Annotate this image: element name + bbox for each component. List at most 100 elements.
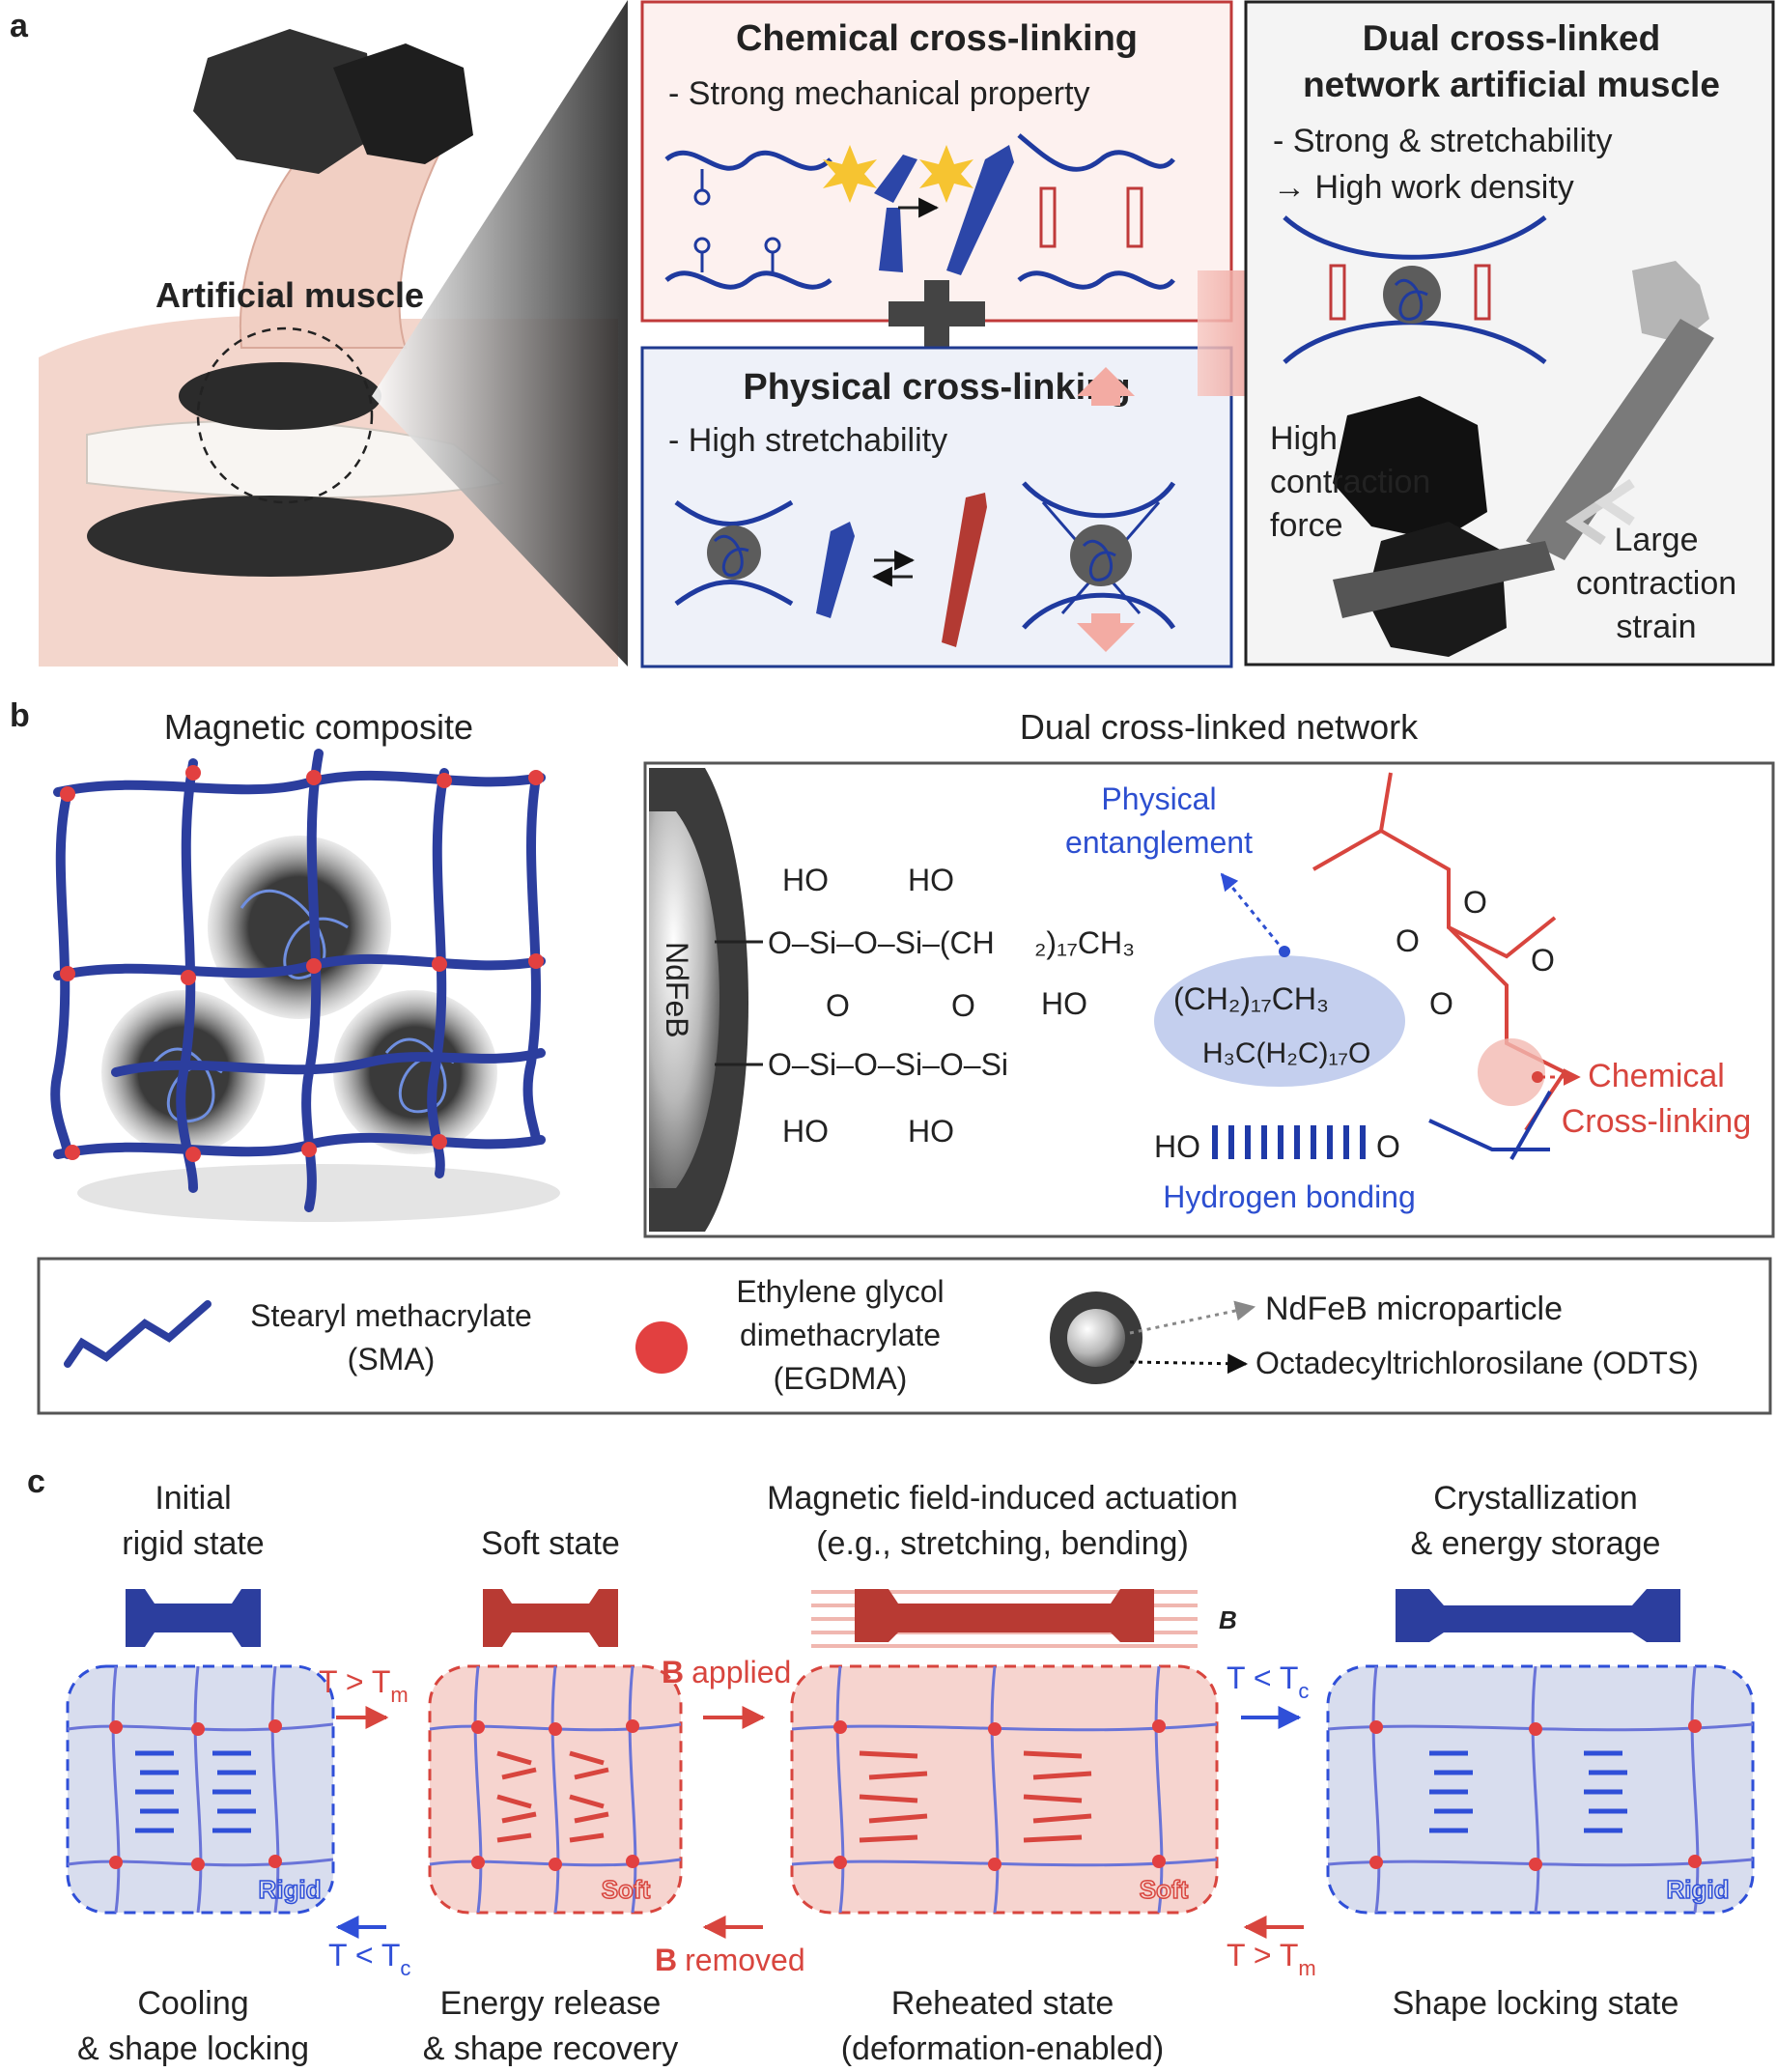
state2-bottom-2: & shape recovery (423, 2030, 679, 2067)
heat-1-text: T > T (319, 1664, 390, 1699)
legend-ndfeb: NdFeB microparticle (1265, 1291, 1563, 1327)
cool-1-sub: c (400, 1956, 410, 1980)
svg-text:O: O (1396, 923, 1420, 958)
svg-text:O: O (951, 988, 975, 1023)
network-title: Dual cross-linked network (1020, 707, 1419, 747)
chemical-crosslinking-2: Cross-linking (1562, 1103, 1752, 1140)
strain-line-2: contraction (1576, 565, 1736, 602)
state4-bottom: Shape locking state (1393, 1985, 1679, 2022)
dual-sub-2: → High work density (1273, 169, 1574, 206)
strain-line-1: Large (1615, 522, 1699, 558)
network-box-stretched: Soft (790, 1664, 1219, 1915)
svg-text:HO: HO (1154, 1129, 1200, 1164)
carbonyl-o: O (1376, 1129, 1400, 1164)
state2-top: Soft state (481, 1525, 620, 1562)
panel-a-label: a (10, 8, 29, 44)
heat-2-sub: m (1298, 1956, 1315, 1980)
svg-text:O: O (1531, 943, 1555, 978)
state3-top-1: Magnetic field-induced actuation (767, 1480, 1238, 1517)
composite-title: Magnetic composite (164, 707, 473, 747)
svg-text:T > Tm: T > Tm (319, 1664, 409, 1707)
transition-heat-2: T > Tm (1227, 1916, 1316, 1980)
transition-cool-1: T < Tc (328, 1916, 410, 1980)
svg-text:O: O (1463, 885, 1487, 920)
force-line-1: High (1270, 420, 1338, 457)
state1-top-2: rigid state (122, 1525, 264, 1562)
chem-title: Chemical cross-linking (736, 18, 1138, 59)
state1-top-1: Initial (155, 1480, 231, 1517)
network-box-soft: Soft (428, 1664, 683, 1915)
state3-bottom-1: Reheated state (891, 1985, 1114, 2022)
dual-network-box: Dual cross-linked network artificial mus… (1244, 0, 1775, 667)
cool-2-sub: c (1298, 1679, 1309, 1703)
panel-b-label: b (10, 697, 30, 734)
svg-text:HO: HO (1041, 986, 1087, 1021)
transition-heat-1: T > Tm (319, 1664, 409, 1729)
svg-text:₂)₁₇CH₃: ₂)₁₇CH₃ (1034, 925, 1135, 960)
heat-1-sub: m (390, 1683, 408, 1707)
physical-entanglement-2: entanglement (1065, 825, 1253, 860)
svg-text:O–Si–O–Si–(CH: O–Si–O–Si–(CH (768, 925, 995, 960)
chemical-crosslinking-box: Chemical cross-linking - Strong mechanic… (640, 0, 1233, 323)
zoom-cone (372, 0, 628, 667)
phys-subtitle: - High stretchability (668, 422, 947, 459)
b-removed-symbol: B (655, 1943, 677, 1977)
svg-text:HO: HO (908, 863, 954, 897)
specimen-crystallized (1396, 1589, 1680, 1642)
state4-top-1: Crystallization (1433, 1480, 1638, 1517)
legend-sma-1: Stearyl methacrylate (250, 1298, 532, 1333)
network-box-crystallized: Rigid (1326, 1664, 1755, 1915)
soft-tag-1: Soft (602, 1875, 651, 1904)
panel-c-label: c (27, 1463, 45, 1500)
specimen-rigid (126, 1589, 261, 1647)
transition-cool-2: T < Tc (1227, 1660, 1309, 1729)
svg-text:O: O (826, 988, 850, 1023)
dumbbell-icon (193, 29, 473, 174)
legend-sma-2: (SMA) (348, 1342, 436, 1377)
force-line-2: contraction (1270, 464, 1430, 500)
rigid-tag-2: Rigid (1667, 1875, 1730, 1904)
state3-bottom-2: (deformation-enabled) (841, 2030, 1165, 2067)
state4-top-2: & energy storage (1411, 1525, 1661, 1562)
ndfeb-label: NdFeB (660, 942, 694, 1038)
physical-entanglement-1: Physical (1101, 781, 1216, 816)
artificial-muscle-label: Artificial muscle (155, 275, 424, 315)
b-removed-text: removed (685, 1943, 805, 1977)
chemical-crosslinking-1: Chemical (1588, 1058, 1725, 1094)
specimen-stretched: B (811, 1589, 1237, 1648)
phys-title: Physical cross-linking (743, 367, 1130, 408)
cool-2-text: T < T (1227, 1660, 1298, 1695)
dual-sub-1: - Strong & stretchability (1273, 123, 1612, 159)
sma-swatch (64, 1300, 212, 1368)
network-box-rigid: Rigid (66, 1664, 335, 1915)
alkoxy-label: H₃C(H₂C)₁₇O (1202, 1037, 1370, 1069)
svg-text:HO: HO (782, 863, 829, 897)
alkyl-chain-label: (CH₂)₁₇CH₃ (1173, 981, 1329, 1016)
b-applied-symbol: B (662, 1655, 684, 1689)
state1-bottom-2: & shape locking (77, 2030, 309, 2067)
svg-text:T > Tm: T > Tm (1227, 1938, 1316, 1980)
svg-text:T < Tc: T < Tc (328, 1938, 410, 1980)
heat-2-text: T > T (1227, 1938, 1298, 1973)
hydrogen-bonding-label: Hydrogen bonding (1163, 1179, 1416, 1214)
legend-eg-1: Ethylene glycol (736, 1274, 944, 1309)
b-applied-text: applied (691, 1655, 791, 1689)
specimen-soft (483, 1589, 618, 1647)
legend-odts: Octadecyltrichlorosilane (ODTS) (1255, 1346, 1699, 1380)
rigid-tag-1: Rigid (259, 1875, 322, 1904)
dual-title-2: network artificial muscle (1303, 65, 1720, 104)
soft-tag-2: Soft (1140, 1875, 1189, 1904)
svg-text:HO: HO (908, 1114, 954, 1149)
plus-icon (888, 280, 985, 352)
svg-text:T < Tc: T < Tc (1227, 1660, 1309, 1703)
magnetic-composite-cube (50, 749, 560, 1222)
dual-title-1: Dual cross-linked (1363, 18, 1660, 58)
b-field-symbol: B (1219, 1605, 1237, 1634)
